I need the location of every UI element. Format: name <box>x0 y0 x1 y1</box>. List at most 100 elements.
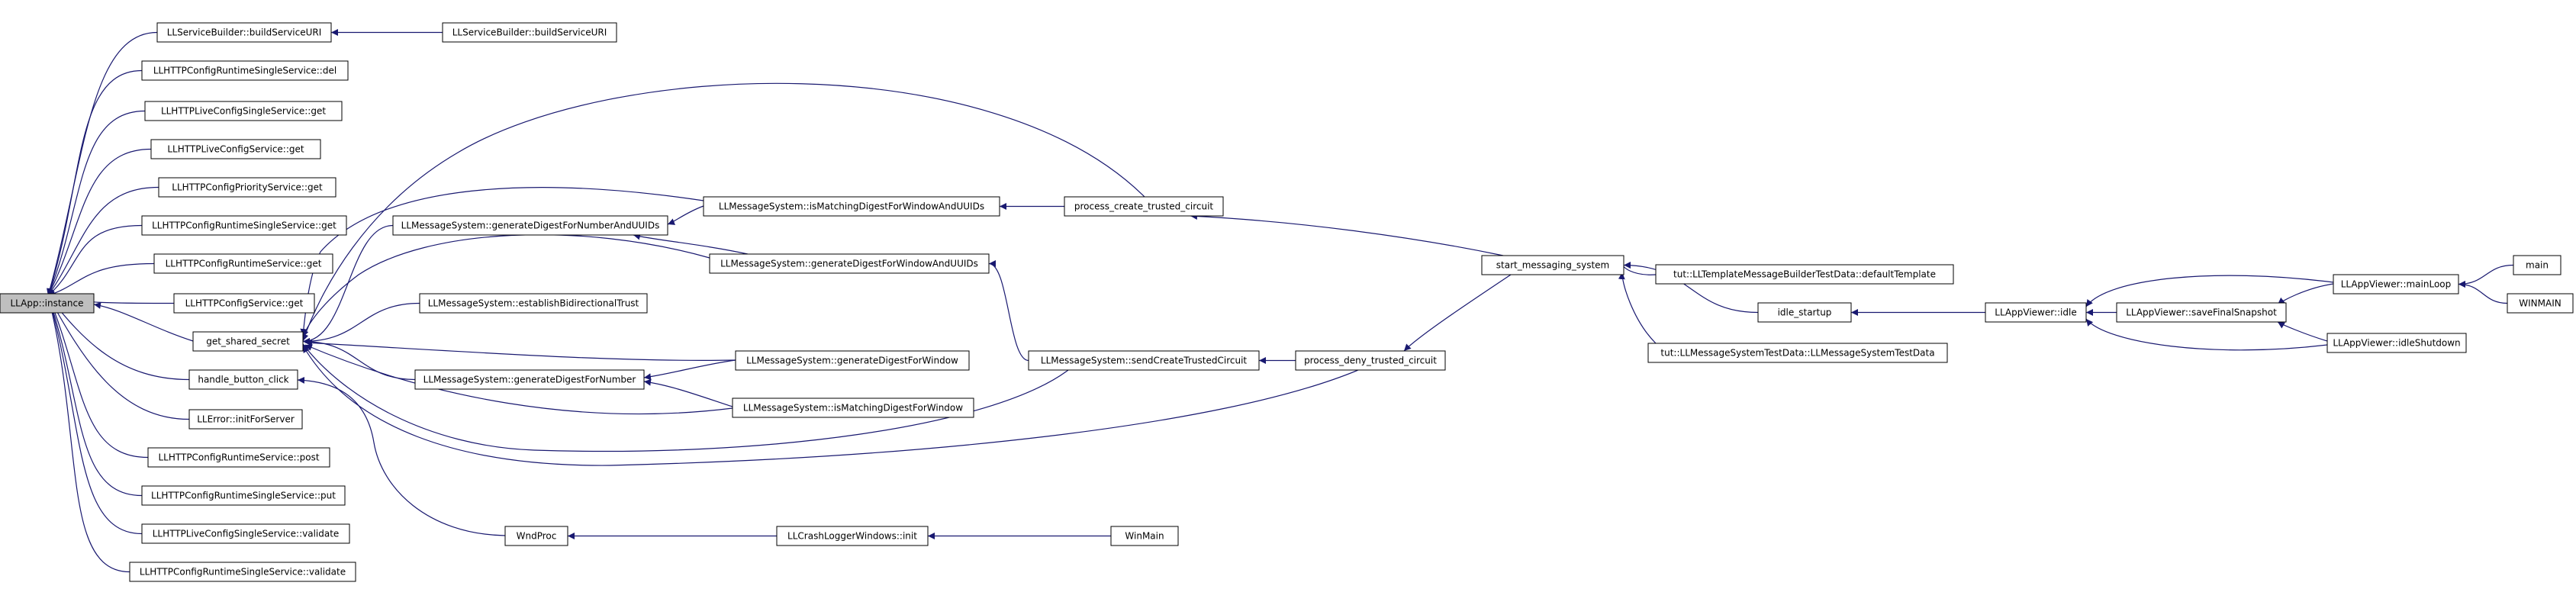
node-root[interactable]: LLApp::instance <box>0 293 95 314</box>
node-gdn[interactable]: LLMessageSystem::generateDigestForNumber <box>414 369 645 390</box>
node-v2[interactable]: LLHTTPConfigRuntimeSingleService::valida… <box>129 562 356 582</box>
node-label: WinMain <box>1125 531 1164 542</box>
node-idle[interactable]: idle_startup <box>1757 302 1852 323</box>
node-label: LLHTTPConfigRuntimeService::post <box>158 452 319 463</box>
node-ebt[interactable]: LLMessageSystem::establishBidirectionalT… <box>419 293 648 314</box>
node-box <box>1064 196 1224 217</box>
edge-avis-to-avsfs <box>2277 321 2328 342</box>
node-box <box>2513 255 2562 275</box>
node-imw[interactable]: LLMessageSystem::isMatchingDigestForWind… <box>732 397 974 418</box>
node-label: LLHTTPLiveConfigSingleService::validate <box>153 529 340 539</box>
node-label: LLMessageSystem::generateDigestForNumber <box>423 375 636 385</box>
edge-avml-to-avsfs <box>2277 283 2334 305</box>
node-gdnu[interactable]: LLMessageSystem::generateDigestForNumber… <box>392 215 668 236</box>
node-g5[interactable]: LLHTTPConfigRuntimeService::get <box>153 253 333 274</box>
node-gss[interactable]: get_shared_secret <box>192 331 304 352</box>
node-label: main <box>2526 260 2549 271</box>
edge-avis-to-avidle <box>2085 318 2328 351</box>
edge-g3-to-root <box>47 186 159 296</box>
edge-v2-to-root <box>46 295 130 573</box>
node-hbc[interactable]: handle_button_click <box>188 369 298 390</box>
edge-ebt-to-gss <box>302 302 420 345</box>
node-avidle[interactable]: LLAppViewer::idle <box>1985 302 2087 323</box>
node-label: idle_startup <box>1778 307 1832 318</box>
edge-gdwu-to-gss <box>301 234 710 338</box>
node-pdtc[interactable]: process_deny_trusted_circuit <box>1295 350 1446 371</box>
node-g3[interactable]: LLHTTPConfigPriorityService::get <box>158 177 336 198</box>
node-imwu[interactable]: LLMessageSystem::isMatchingDigestForWind… <box>703 196 1000 217</box>
node-box <box>709 253 990 274</box>
node-tut2[interactable]: tut::LLMessageSystemTestData::LLMessageS… <box>1647 343 1948 363</box>
node-winmain_caps[interactable]: WINMAIN <box>2507 293 2574 314</box>
node-box <box>192 331 304 352</box>
node-wndproc[interactable]: WndProc <box>504 526 568 546</box>
node-bs2[interactable]: LLServiceBuilder::buildServiceURI <box>442 22 617 43</box>
node-box <box>504 526 568 546</box>
node-g4[interactable]: LLHTTPConfigRuntimeSingleService::get <box>141 215 347 236</box>
node-g6[interactable]: LLHTTPConfigService::get <box>173 293 315 314</box>
node-box <box>2116 302 2287 323</box>
node-label: LLHTTPConfigRuntimeSingleService::del <box>153 66 336 76</box>
node-label: LLHTTPConfigService::get <box>185 298 304 309</box>
node-label: LLApp::instance <box>10 298 83 309</box>
node-box <box>1655 264 1954 285</box>
edge-gdw-to-gdn <box>643 359 736 381</box>
node-label: LLMessageSystem::sendCreateTrustedCircui… <box>1041 356 1248 366</box>
node-avml[interactable]: LLAppViewer::mainLoop <box>2333 274 2459 294</box>
node-label: LLHTTPLiveConfigService::get <box>167 144 304 155</box>
node-avsfs[interactable]: LLAppViewer::saveFinalSnapshot <box>2116 302 2287 323</box>
edge-gdwu-to-gdnu <box>633 233 749 255</box>
edge-g1-to-root <box>47 110 146 296</box>
node-g1[interactable]: LLHTTPLiveConfigSingleService::get <box>144 101 343 121</box>
node-tut1[interactable]: tut::LLTemplateMessageBuilderTestData::d… <box>1655 264 1954 285</box>
node-clw[interactable]: LLCrashLoggerWindows::init <box>776 526 929 546</box>
edge-imw-to-gdn <box>643 378 733 407</box>
node-label: LLMessageSystem::isMatchingDigestForWind… <box>743 403 963 414</box>
node-box <box>158 177 336 198</box>
node-main[interactable]: main <box>2513 255 2562 275</box>
node-sctc[interactable]: LLMessageSystem::sendCreateTrustedCircui… <box>1028 350 1260 371</box>
node-bs1[interactable]: LLServiceBuilder::buildServiceURI <box>156 22 332 43</box>
edge-err-to-root <box>47 295 190 420</box>
node-label: start_messaging_system <box>1496 260 1609 271</box>
node-box <box>1985 302 2087 323</box>
node-label: LLMessageSystem::generateDigestForWindow… <box>720 259 978 269</box>
node-box <box>188 409 303 430</box>
node-box <box>141 523 350 544</box>
node-err[interactable]: LLError::initForServer <box>188 409 303 430</box>
node-avis[interactable]: LLAppViewer::idleShutdown <box>2326 333 2467 353</box>
node-box <box>1028 350 1260 371</box>
node-box <box>147 447 330 468</box>
node-g2[interactable]: LLHTTPLiveConfigService::get <box>150 139 321 159</box>
node-box <box>144 101 343 121</box>
node-label: get_shared_secret <box>206 336 290 347</box>
node-label: LLServiceBuilder::buildServiceURI <box>452 27 607 38</box>
edge-g5-to-root <box>47 262 155 297</box>
node-winmain[interactable]: WinMain <box>1110 526 1179 546</box>
node-box <box>150 139 321 159</box>
node-gdw[interactable]: LLMessageSystem::generateDigestForWindow <box>735 350 970 371</box>
node-del[interactable]: LLHTTPConfigRuntimeSingleService::del <box>141 60 349 81</box>
edge-sms-to-pctc <box>1190 212 1504 256</box>
edge-sctc-to-gdwu <box>988 260 1029 362</box>
node-sms[interactable]: start_messaging_system <box>1481 255 1624 275</box>
node-post[interactable]: LLHTTPConfigRuntimeService::post <box>147 447 330 468</box>
node-label: LLServiceBuilder::buildServiceURI <box>167 27 322 38</box>
node-label: tut::LLTemplateMessageBuilderTestData::d… <box>1673 269 1936 280</box>
node-label: LLMessageSystem::isMatchingDigestForWind… <box>719 201 984 212</box>
node-box <box>0 293 95 314</box>
edge-pdtc-to-gss <box>302 345 1359 466</box>
node-v1[interactable]: LLHTTPLiveConfigSingleService::validate <box>141 523 350 544</box>
node-put[interactable]: LLHTTPConfigRuntimeSingleService::put <box>141 485 346 506</box>
edge-v1-to-root <box>47 295 143 535</box>
node-box <box>1647 343 1948 363</box>
edge-wndproc-to-hbc <box>297 376 506 536</box>
edge-bs1-to-root <box>47 31 158 296</box>
node-box <box>188 369 298 390</box>
node-pctc[interactable]: process_create_trusted_circuit <box>1064 196 1224 217</box>
node-label: LLMessageSystem::generateDigestForWindow <box>746 356 958 366</box>
node-label: LLMessageSystem::establishBidirectionalT… <box>428 298 639 309</box>
node-label: LLCrashLoggerWindows::init <box>787 531 917 542</box>
node-label: LLHTTPConfigRuntimeService::get <box>166 259 322 269</box>
node-gdwu[interactable]: LLMessageSystem::generateDigestForWindow… <box>709 253 990 274</box>
